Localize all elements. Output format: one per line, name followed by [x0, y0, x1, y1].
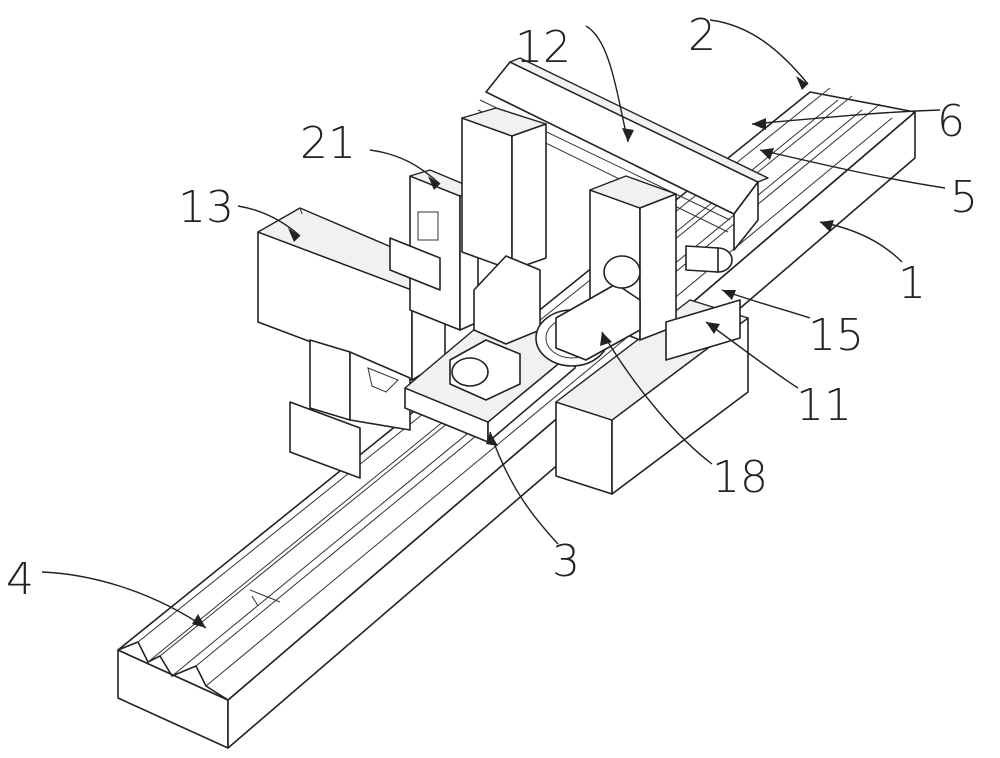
cylinder-tool-18 — [535, 255, 641, 367]
label-4: 4 — [6, 554, 34, 605]
label-21: 21 — [300, 118, 356, 169]
label-1: 1 — [898, 258, 926, 309]
label-6: 6 — [937, 96, 965, 147]
label-13: 13 — [178, 182, 234, 233]
callouts: 2 12 6 5 1 21 13 15 11 18 3 4 — [6, 10, 978, 629]
label-2: 2 — [688, 10, 716, 61]
label-12: 12 — [515, 22, 571, 73]
label-5: 5 — [950, 172, 978, 223]
motor-15 — [685, 245, 733, 273]
label-18: 18 — [712, 452, 768, 503]
slide-column — [461, 107, 547, 271]
spindle-motor — [449, 255, 541, 401]
label-15: 15 — [808, 310, 864, 361]
label-3: 3 — [552, 536, 580, 587]
label-11: 11 — [796, 380, 852, 431]
